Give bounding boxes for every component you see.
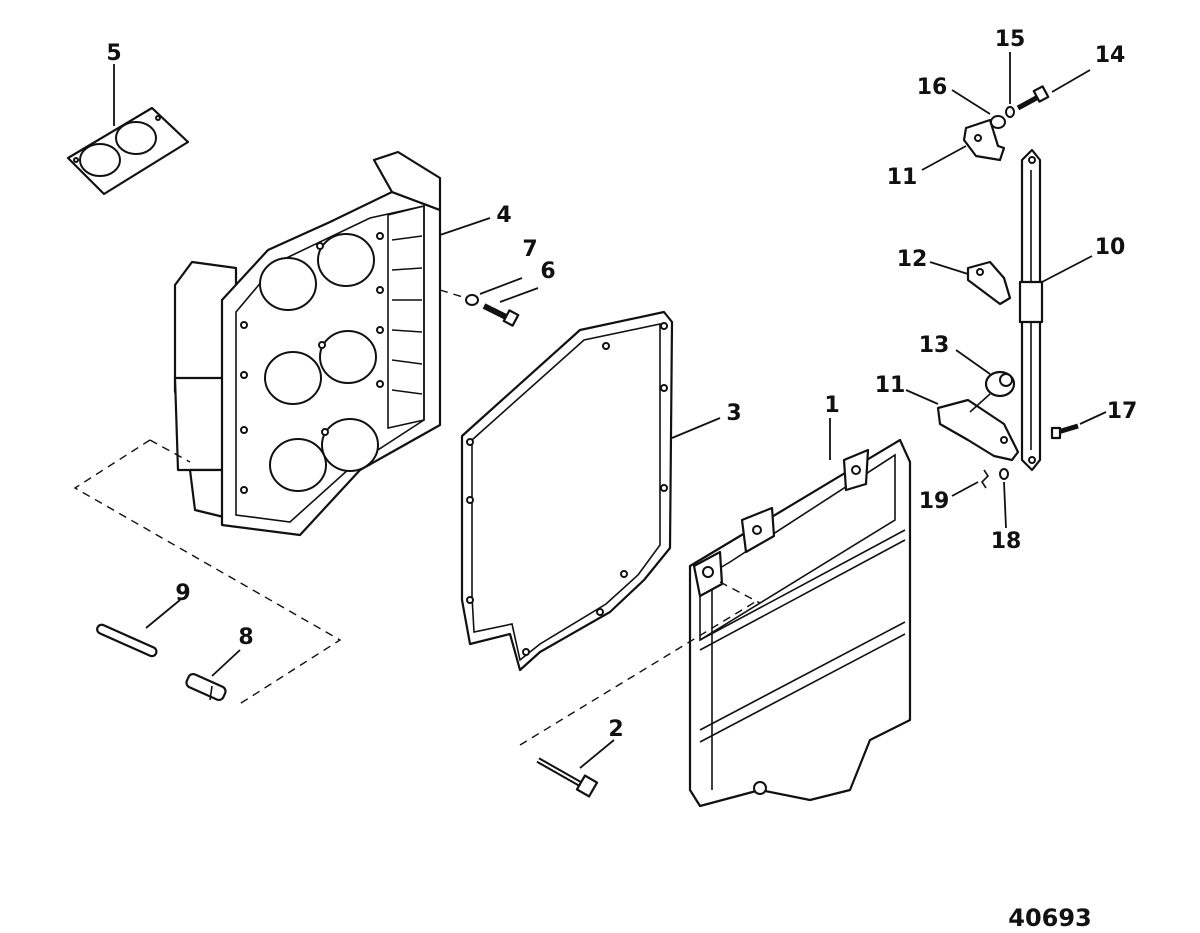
- leader-16: [951, 89, 991, 115]
- callout-6: 6: [540, 259, 555, 284]
- callout-18: 18: [991, 529, 1022, 554]
- leader-12: [929, 261, 969, 275]
- leader-13: [955, 349, 991, 375]
- part-3-gasket: [460, 310, 674, 672]
- callout-19: 19: [919, 489, 950, 514]
- part-14-screw: [1016, 85, 1050, 111]
- leader-6: [499, 287, 539, 303]
- leader-10: [1041, 255, 1093, 283]
- leader-19: [951, 481, 979, 497]
- callout-5: 5: [106, 41, 121, 66]
- callout-4: 4: [496, 203, 511, 228]
- leader-7: [479, 277, 523, 295]
- part-18-washer: [999, 468, 1009, 480]
- part-17-screw: [1050, 423, 1079, 440]
- part-1-cover: [688, 438, 912, 808]
- leader-14: [1051, 69, 1091, 93]
- callout-15: 15: [995, 27, 1026, 52]
- dashed-line-6: [439, 289, 467, 299]
- figure-number: 40693: [1008, 904, 1092, 932]
- callout-9: 9: [175, 581, 190, 606]
- leader-3: [671, 417, 721, 439]
- leader-2: [579, 739, 615, 769]
- leader-17: [1079, 411, 1107, 425]
- callout-13: 13: [919, 333, 950, 358]
- part-16-washer: [990, 115, 1006, 129]
- part-11-lever-lower: [936, 393, 1020, 462]
- callout-17: 17: [1107, 399, 1138, 424]
- callout-7: 7: [522, 237, 537, 262]
- callout-3: 3: [726, 401, 741, 426]
- leader-11-lower: [905, 389, 939, 405]
- part-10-link-rod: [1018, 148, 1044, 472]
- callout-1: 1: [824, 393, 839, 418]
- part-8-fitting: [185, 672, 227, 702]
- dashed-line-1: [719, 581, 761, 604]
- callout-14: 14: [1095, 43, 1126, 68]
- callout-16: 16: [917, 75, 948, 100]
- callout-11-top: 11: [887, 165, 918, 190]
- dashed-line-block: [149, 439, 191, 463]
- dashed-line-2: [519, 601, 756, 746]
- dashed-path-8-9: [73, 439, 342, 706]
- part-13-roller: [984, 370, 1016, 398]
- callout-2: 2: [608, 717, 623, 742]
- part-2-bolt: [536, 757, 599, 798]
- leader-9: [145, 599, 181, 629]
- callout-10: 10: [1095, 235, 1126, 260]
- part-6-screw: [482, 303, 520, 327]
- part-12-bracket: [966, 260, 1012, 306]
- leader-4: [439, 217, 491, 236]
- leader-18: [1003, 481, 1007, 529]
- part-4-adaptor-plate: [173, 150, 442, 537]
- part-5-gasket: [66, 106, 190, 196]
- callout-8: 8: [238, 625, 253, 650]
- part-7-washer: [465, 294, 479, 306]
- leader-8: [211, 649, 241, 677]
- leader-11-top: [921, 145, 967, 171]
- part-19-clip: [980, 469, 990, 489]
- part-15-lockwasher: [1005, 106, 1015, 118]
- part-9-pin: [96, 623, 158, 658]
- callout-12: 12: [897, 247, 928, 272]
- part-11-bracket-top: [962, 118, 1006, 162]
- callout-11-lower: 11: [875, 373, 906, 398]
